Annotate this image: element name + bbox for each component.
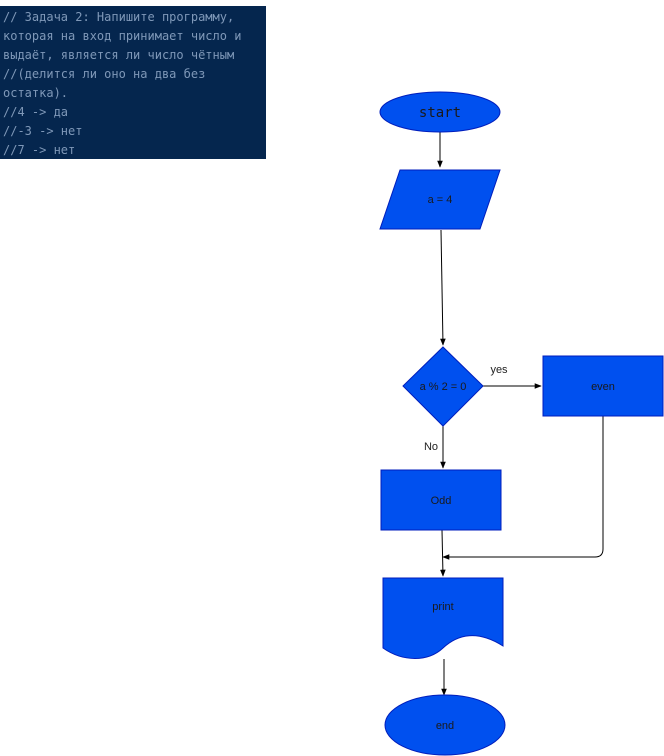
print-label: print [432,601,453,613]
code-line: //7 -> нет [3,143,76,157]
code-line: //(делится ли оно на два без [3,67,206,81]
code-line: остатка). [3,86,69,100]
decision-label: a % 2 = 0 [420,381,467,393]
code-comment-block: // Задача 2: Напишите программу, которая… [0,6,266,159]
even-label: even [591,381,615,393]
edge-even-merge [442,416,604,560]
code-line: //-3 -> нет [3,124,83,138]
odd-label: Odd [431,495,452,507]
code-line: //4 -> да [3,105,69,119]
even-node[interactable]: even [542,355,664,417]
no-label: No [424,441,438,453]
input-node[interactable]: a = 4 [379,169,501,230]
code-line: // Задача 2: Напишите программу, [3,10,235,24]
edge-odd-print [440,529,446,577]
decision-node[interactable]: a % 2 = 0 [402,346,484,427]
code-line: выдаёт, является ли число чётным [3,48,235,62]
start-label: start [419,105,461,121]
yes-label: yes [490,364,508,376]
input-label: a = 4 [428,194,453,206]
edge-input-decision [440,229,446,346]
end-label: end [436,720,454,732]
print-node[interactable]: print [382,577,504,659]
odd-node[interactable]: Odd [380,469,502,531]
code-line: которая на вход принимает число и [3,29,242,43]
end-node[interactable]: end [384,694,506,756]
start-node[interactable]: start [379,91,501,133]
